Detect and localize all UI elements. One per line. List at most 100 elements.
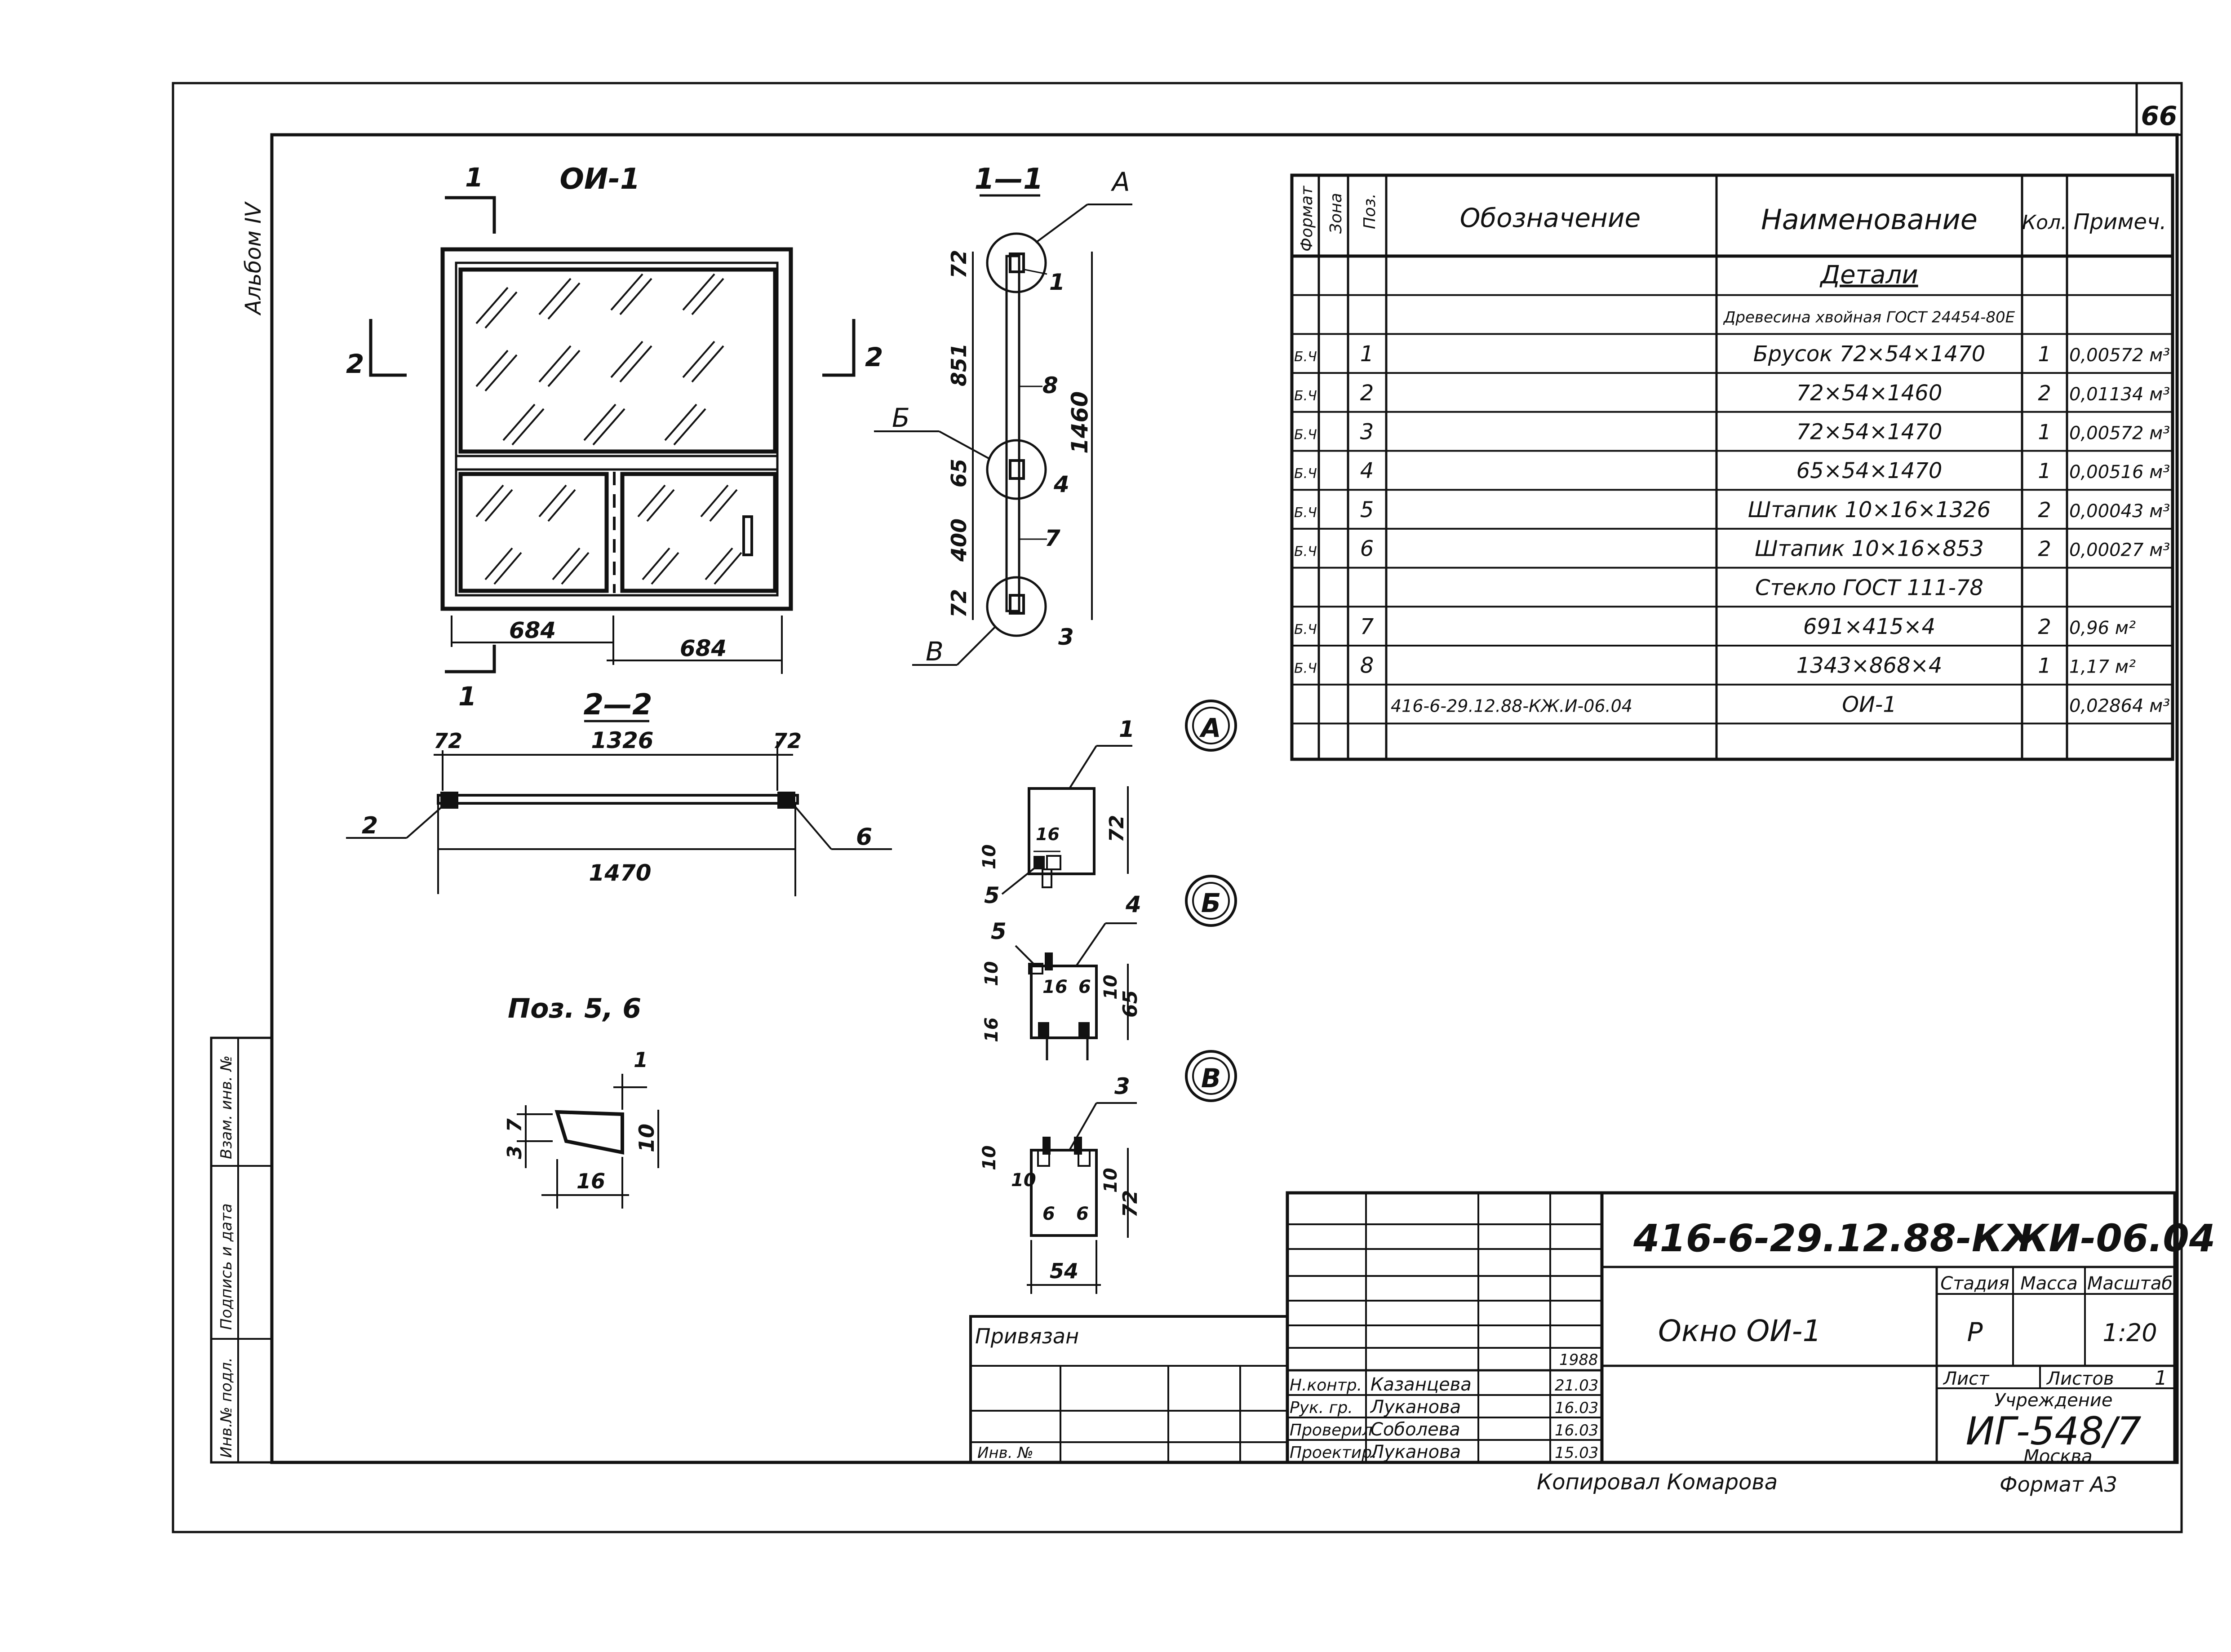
spec-row-3-name: Брусок 72×54×1470 [1753, 341, 1986, 367]
poz-dim-10: 10 [634, 1124, 659, 1152]
poz-dim-3: 3 [503, 1145, 526, 1159]
scale-label: Масштаб [2087, 1273, 2173, 1294]
spec-row-9-name: Стекло ГОСТ 111-78 [1755, 575, 1983, 600]
dim-684-right: 684 [680, 635, 727, 661]
callout22-6: 6 [856, 824, 872, 850]
poz-dim-1: 1 [634, 1048, 648, 1072]
callout-7: 7 [1045, 525, 1060, 551]
spec-row-5-note: 0,00572 м³ [2069, 423, 2170, 443]
spec-table: Формат Зона Поз. Обозначение Наименовани… [1290, 173, 2174, 761]
staff-role-1: Н.контр. [1290, 1376, 1362, 1395]
scale-value: 1:20 [2102, 1319, 2157, 1347]
detail-a-letter: А [1199, 713, 1221, 743]
poz-title: Поз. 5, 6 [508, 993, 641, 1024]
spec-row-5-format: Б.Ч. [1294, 427, 1321, 443]
staff-role-2: Рук. гр. [1290, 1399, 1353, 1417]
spec-row-6-qty: 1 [2038, 459, 2051, 483]
detail-a: А 1 5 16 72 10 [979, 700, 1237, 908]
dim22-right: 72 [773, 729, 802, 753]
spec-row-6-pos: 4 [1360, 458, 1374, 483]
sheet-label: Лист [1943, 1369, 1990, 1389]
spec-row-7-note: 0,00043 м³ [2069, 501, 2170, 522]
spec-row-7-format: Б.Ч. [1294, 505, 1321, 521]
spec-row-10-name: 691×415×4 [1803, 614, 1935, 639]
section-2-2: 2—2 72 1326 72 1470 2 6 [346, 688, 892, 896]
copied-by: Копировал Комарова [1537, 1470, 1778, 1495]
spec-row-10-format: Б.Ч. [1294, 622, 1321, 638]
detail-a-callout-1: 1 [1119, 716, 1135, 742]
inv-no-label: Инв. № [977, 1444, 1033, 1462]
detail-b-dim-16b: 16 [981, 1017, 1002, 1042]
middle-rail [455, 455, 779, 471]
hdr-qty: Кол. [2022, 211, 2067, 234]
detail-b-dim-10a: 10 [981, 961, 1002, 986]
poz-5-6-view: Поз. 5, 6 1 3 7 10 16 [503, 993, 659, 1209]
dim-851: 851 [947, 343, 971, 386]
cut2-left-label: 2 [346, 349, 364, 379]
bead-profile [554, 1110, 624, 1155]
dim22-left: 72 [434, 729, 462, 753]
detail-v-dim-72: 72 [1119, 1190, 1142, 1218]
spec-row-5-qty: 1 [2038, 420, 2051, 444]
spec-row-3-qty: 1 [2038, 342, 2051, 366]
hdr-designation: Обозначение [1460, 203, 1641, 233]
spec-row-10-qty: 2 [2038, 615, 2051, 639]
staff-date-2: 16.03 [1555, 1399, 1598, 1417]
dim-65: 65 [947, 459, 971, 487]
year: 1988 [1559, 1351, 1598, 1369]
inv-orig-label: Инв.№ подл. [217, 1357, 235, 1458]
spec-row-11-pos: 8 [1360, 653, 1374, 678]
spec-row-12-note: 0,02864 м³ [2069, 695, 2170, 716]
hdr-format: Формат [1298, 186, 1316, 252]
detail-v-dim-10a: 10 [979, 1145, 1000, 1170]
spec-row-3-note: 0,00572 м³ [2069, 345, 2170, 366]
spec-row-8-note: 0,00027 м³ [2069, 540, 2170, 561]
hdr-zone: Зона [1327, 193, 1345, 234]
spec-row-5-pos: 3 [1360, 419, 1374, 444]
spec-row-5-name: 72×54×1470 [1796, 419, 1943, 444]
staff-name-1: Казанцева [1371, 1374, 1472, 1395]
node-letter-v: В [926, 636, 944, 667]
detail-b-dim-10b: 10 [1100, 974, 1121, 1000]
dim-72-top: 72 [947, 250, 971, 279]
sign-date-label: Подпись и дата [217, 1203, 235, 1330]
detail-v-dim-10b: 10 [1011, 1170, 1036, 1191]
spec-row-7-name: Штапик 10×16×1326 [1748, 497, 1991, 523]
poz-dim-16: 16 [577, 1169, 605, 1193]
cut2-right-label: 2 [865, 342, 883, 372]
callout-1: 1 [1049, 269, 1065, 295]
dim22-overall: 1470 [589, 860, 651, 886]
section11-title: 1—1 [974, 163, 1043, 196]
replace-inv-label: Взам. инв. № [217, 1055, 235, 1159]
spec-row-8-pos: 6 [1360, 536, 1374, 562]
spec-row-7-qty: 2 [2038, 498, 2051, 522]
node-letter-a: А [1110, 167, 1130, 197]
doc-name: Окно ОИ-1 [1658, 1314, 1821, 1348]
detail-b: Б 5 4 10 16 6 10 65 16 [981, 875, 1237, 1060]
staff-date-1: 21.03 [1555, 1377, 1598, 1395]
detail-a-dim-10: 10 [979, 844, 1000, 869]
spec-row-4-qty: 2 [2038, 381, 2051, 405]
detail-v-dim-10c: 10 [1100, 1168, 1121, 1193]
bottom-left-glass [458, 472, 609, 593]
staff-date-4: 15.03 [1555, 1444, 1598, 1462]
spec-row-4-pos: 2 [1360, 381, 1374, 406]
front-title: ОИ-1 [559, 163, 640, 196]
staff-date-3: 16.03 [1555, 1422, 1598, 1439]
detail-b-dim-65: 65 [1119, 990, 1142, 1018]
detail-v-letter: В [1201, 1063, 1221, 1094]
spec-row-10-pos: 7 [1360, 614, 1374, 639]
detail-a-dim-72: 72 [1105, 815, 1128, 842]
staff-role-4: Проектир. [1290, 1444, 1377, 1462]
album-label: Альбом IV [241, 201, 266, 316]
detail-v: В 3 10 10 6 6 10 72 54 [979, 1050, 1237, 1294]
doc-code: 416-6-29.12.88-КЖИ-06.04 [1633, 1216, 2215, 1260]
callout-4: 4 [1053, 471, 1069, 497]
spec-row-11-format: Б.Ч. [1294, 661, 1321, 677]
detail-v-dim-54: 54 [1050, 1259, 1078, 1283]
staff-role-3: Проверил [1290, 1421, 1373, 1439]
hdr-name: Наименование [1761, 203, 1978, 236]
detail-b-dim-6: 6 [1078, 977, 1091, 997]
spec-row-6-format: Б.Ч. [1294, 466, 1321, 482]
